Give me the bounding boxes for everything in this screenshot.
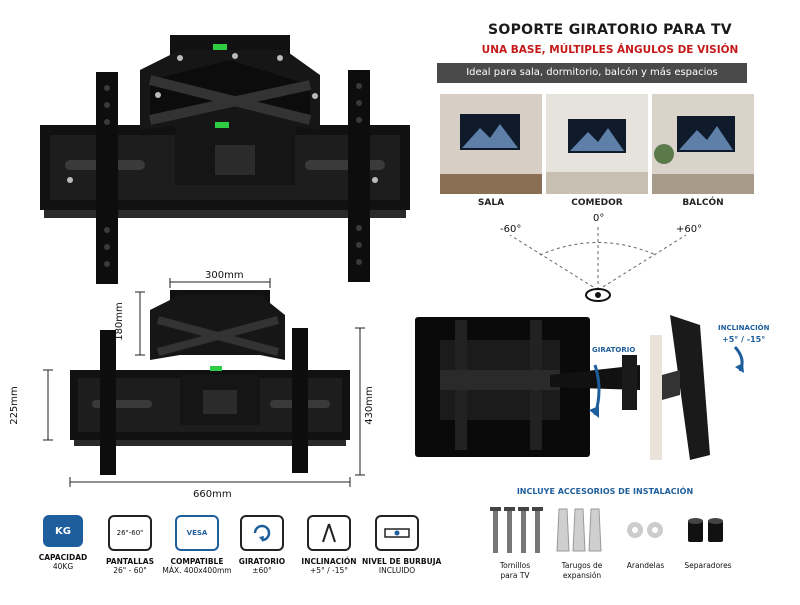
vesa-icon: VESA bbox=[175, 515, 219, 551]
dim-top-label: 300mm bbox=[205, 270, 244, 281]
dim-small-height-label: 180mm bbox=[113, 302, 125, 341]
accessory-spacers: Separadores bbox=[684, 561, 732, 570]
feature-swivel-value: ±60° bbox=[252, 566, 272, 575]
feature-tilt: INCLINACIÓN +5° / -15° bbox=[294, 515, 364, 575]
accessory-washers: Arandelas bbox=[626, 561, 665, 570]
room-comedor: COMEDOR bbox=[546, 94, 648, 212]
mount-illustration-top bbox=[40, 35, 410, 284]
feature-level-value: INCLUIDO bbox=[378, 566, 416, 575]
info-banner: Ideal para sala, dormitorio, balcón y má… bbox=[437, 63, 747, 83]
tilt-arrow-icon bbox=[733, 345, 744, 373]
bubble-level-icon bbox=[375, 515, 419, 551]
room-comedor-image bbox=[546, 94, 648, 194]
room-balcon-image bbox=[652, 94, 754, 194]
tilt-illustration bbox=[650, 315, 710, 460]
feature-capacity-value: 40KG bbox=[52, 562, 74, 571]
feature-tilt-value: +5° / -15° bbox=[309, 566, 349, 575]
tilt-value: +5° / -15° bbox=[722, 335, 766, 344]
mount-illustration-dimensions bbox=[43, 278, 365, 487]
feature-vesa-value: MÁX. 400x400mm bbox=[162, 566, 232, 575]
rotate-label: GIRATORIO bbox=[592, 346, 636, 354]
feature-capacity-title: CAPACIDAD bbox=[38, 553, 88, 562]
weight-icon: KG bbox=[43, 515, 83, 547]
tilt-icon bbox=[307, 515, 351, 551]
page-title: SOPORTE GIRATORIO PARA TV bbox=[488, 22, 732, 38]
wall-plugs-icon bbox=[556, 508, 602, 552]
feature-vesa: VESA COMPATIBLE MÁX. 400x400mm bbox=[162, 515, 232, 575]
rotate-arrow-icon bbox=[589, 364, 601, 418]
room-sala: SALA bbox=[440, 94, 542, 212]
screen-size-icon: 26"-60" bbox=[108, 515, 152, 551]
feature-vesa-title: COMPATIBLE bbox=[170, 557, 224, 566]
feature-tilt-title: INCLINACIÓN bbox=[301, 557, 357, 566]
feature-level-title: NIVEL DE BURBUJA bbox=[362, 557, 442, 566]
feature-level: NIVEL DE BURBUJA INCLUIDO bbox=[362, 515, 442, 575]
room-sala-image bbox=[440, 94, 542, 194]
accessories-title: INCLUYE ACCESORIOS DE INSTALACIÓN bbox=[516, 487, 694, 496]
rotate-icon bbox=[240, 515, 284, 551]
feature-screens-title: PANTALLAS bbox=[106, 557, 154, 566]
room-label-comedor: COMEDOR bbox=[546, 194, 648, 212]
tilt-title: INCLINACIÓN bbox=[718, 324, 770, 332]
angle-center: 0° bbox=[593, 213, 605, 224]
screws-icon bbox=[490, 507, 543, 553]
angle-right: +60° bbox=[676, 224, 703, 235]
dim-right-label: 430mm bbox=[363, 386, 375, 425]
feature-screens-value: 26" - 60" bbox=[113, 566, 147, 575]
room-label-balcon: BALCÓN bbox=[652, 194, 754, 212]
view-angle-diagram bbox=[509, 225, 687, 302]
page-subtitle: UNA BASE, MÚLTIPLES ÁNGULOS DE VISIÓN bbox=[481, 44, 739, 56]
feature-swivel: GIRATORIO ±60° bbox=[227, 515, 297, 575]
tv-swivel-illustration bbox=[415, 317, 640, 457]
room-balcon: BALCÓN bbox=[652, 94, 754, 212]
spacers-icon bbox=[688, 518, 723, 542]
feature-screens: 26"-60" PANTALLAS 26" - 60" bbox=[95, 515, 165, 575]
feature-capacity: KG CAPACIDAD 40KG bbox=[28, 515, 98, 571]
feature-swivel-title: GIRATORIO bbox=[238, 557, 286, 566]
dim-left-label: 225mm bbox=[8, 386, 20, 425]
angle-left: -60° bbox=[500, 224, 522, 235]
vertical-bracket-left bbox=[96, 72, 118, 284]
dim-bottom-label: 660mm bbox=[193, 489, 232, 500]
room-label-sala: SALA bbox=[440, 194, 542, 212]
eye-icon bbox=[585, 288, 611, 302]
vertical-bracket-right bbox=[348, 70, 370, 282]
washers-icon bbox=[627, 522, 663, 538]
